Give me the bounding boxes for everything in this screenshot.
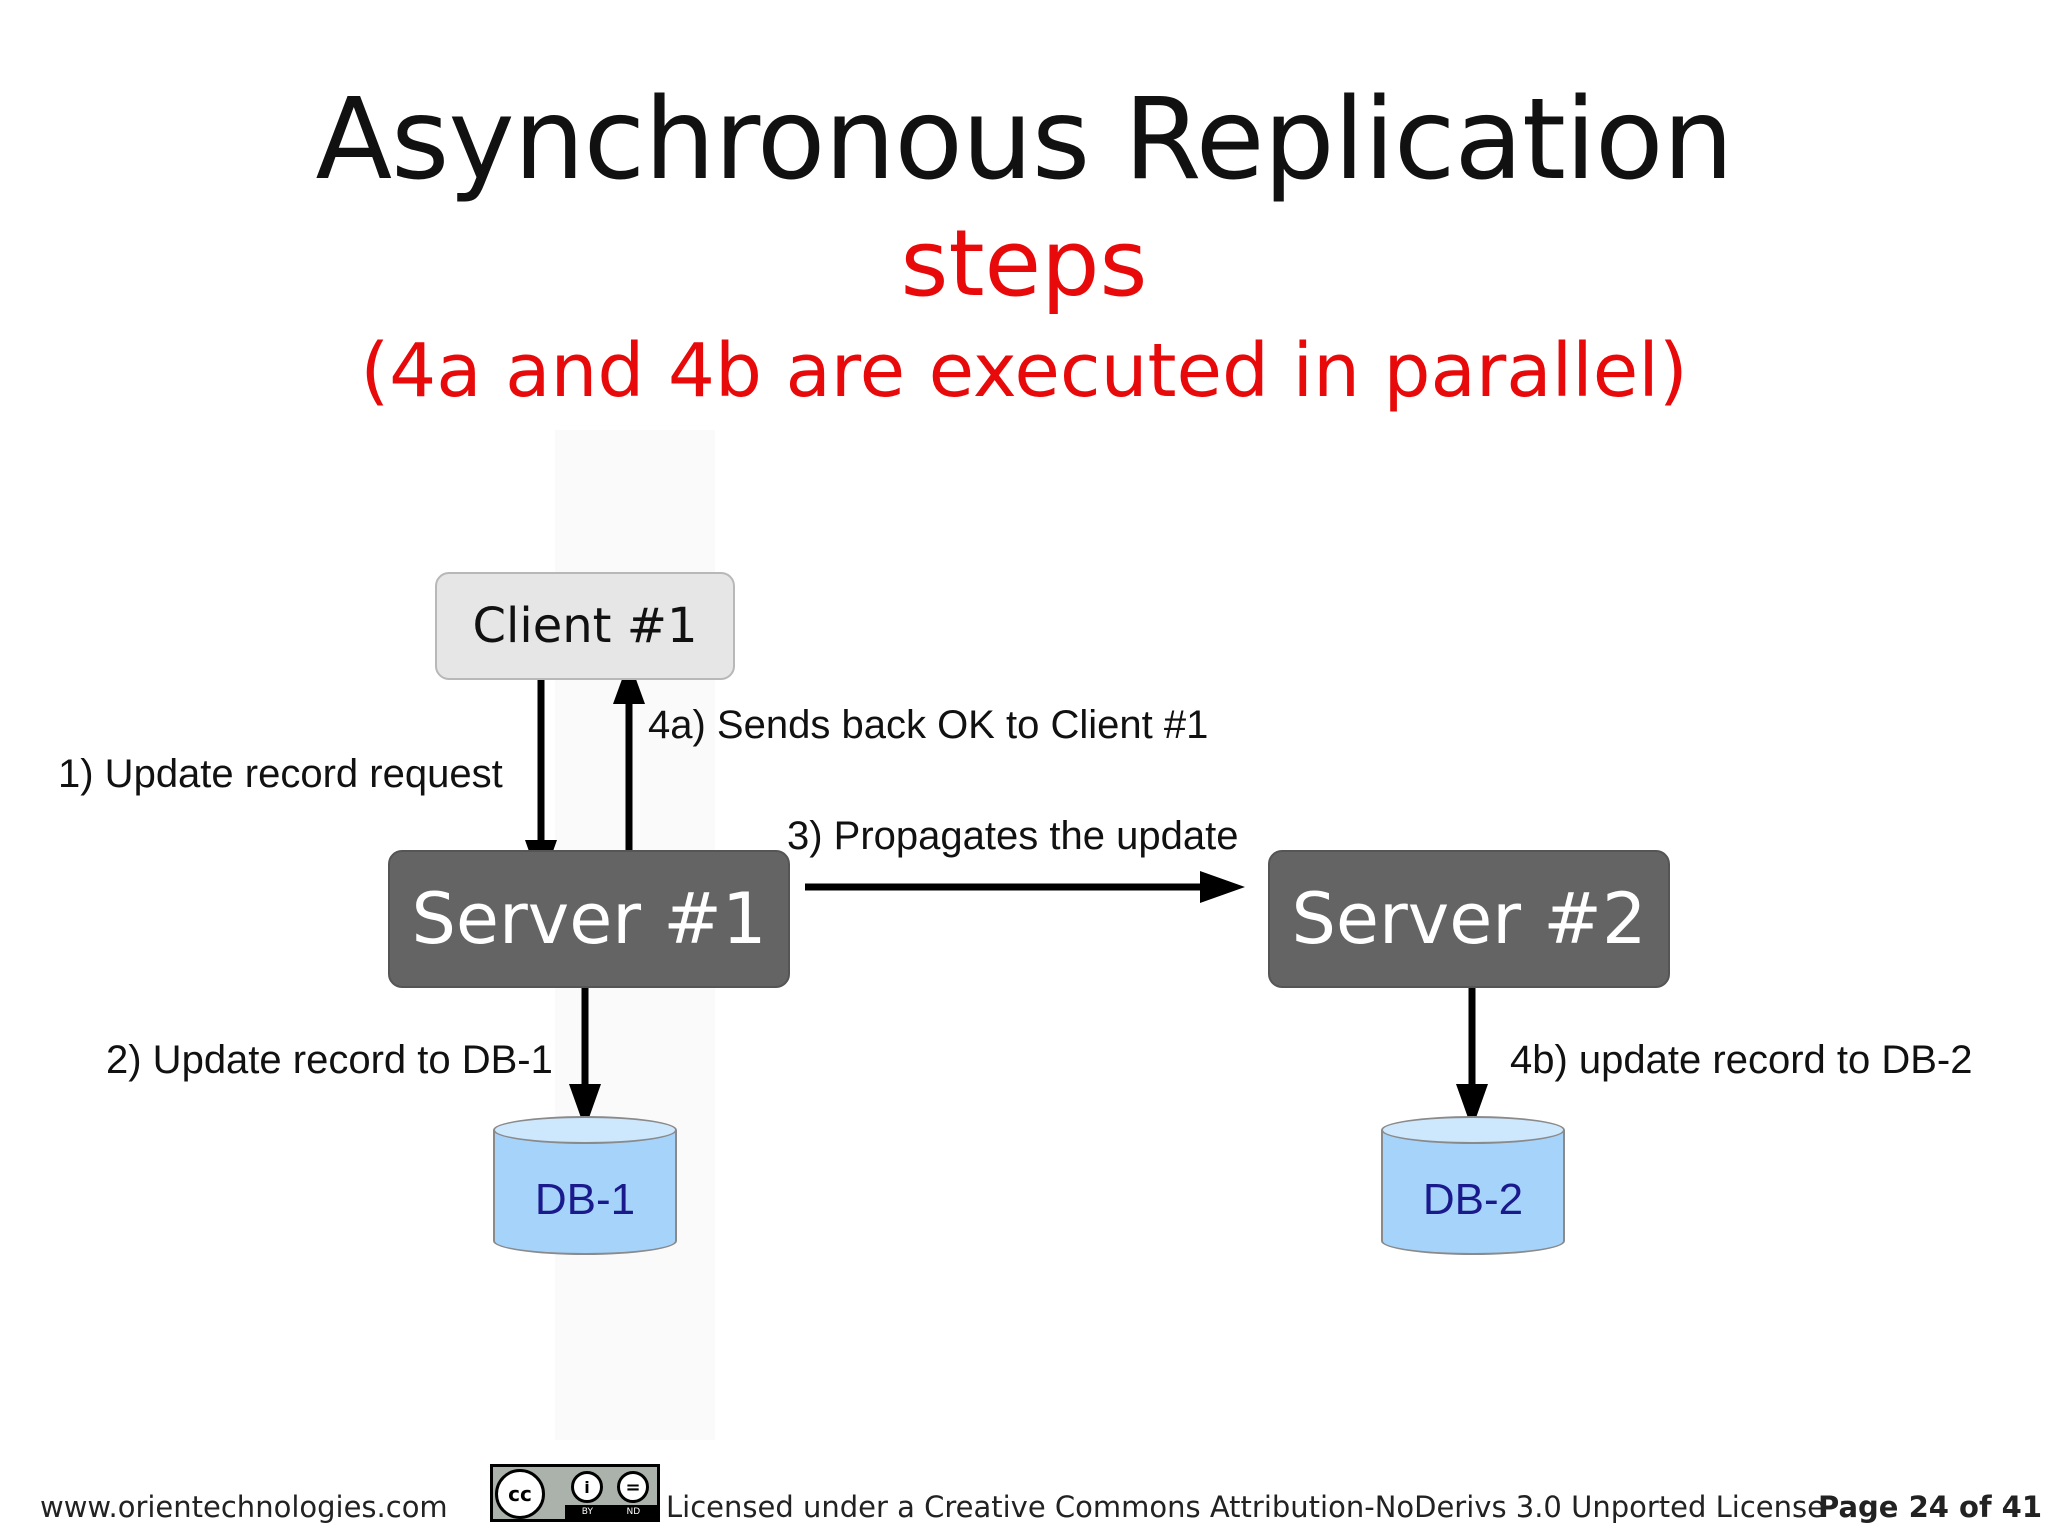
db-2-label: DB-2 xyxy=(1422,1175,1524,1224)
client-1-node: Client #1 xyxy=(435,572,735,680)
arrow-step4a xyxy=(613,660,645,876)
footer-license: Licensed under a Creative Commons Attrib… xyxy=(666,1490,1825,1524)
arrow-step2 xyxy=(569,988,601,1129)
attribution-icon: i xyxy=(571,1471,603,1503)
arrow-step3 xyxy=(805,871,1245,903)
cc-nd-text: ND xyxy=(626,1507,641,1517)
creative-commons-badge: cc i = BY ND xyxy=(490,1464,660,1522)
footer-url: www.orientechnologies.com xyxy=(40,1490,448,1524)
db-2-cylinder: DB-2 xyxy=(1381,1116,1565,1255)
db-1-cylinder: DB-1 xyxy=(493,1116,677,1255)
slide-title: Asynchronous Replication xyxy=(315,75,1733,205)
step-1-label: 1) Update record request xyxy=(58,752,503,796)
step-4a-label: 4a) Sends back OK to Client #1 xyxy=(648,703,1209,747)
server-1-node: Server #1 xyxy=(388,850,790,988)
step-3-label: 3) Propagates the update xyxy=(787,814,1239,858)
footer-page-number: Page 24 of 41 xyxy=(1818,1490,2043,1524)
cc-badge-strip: BY ND xyxy=(565,1505,657,1519)
no-derivatives-icon: = xyxy=(617,1471,649,1503)
arrow-step4b xyxy=(1456,988,1488,1129)
step-4b-label: 4b) update record to DB-2 xyxy=(1510,1038,1973,1082)
server-2-node: Server #2 xyxy=(1268,850,1670,988)
cc-icon: cc xyxy=(495,1469,545,1519)
slide-subtitle: steps xyxy=(900,210,1148,317)
cc-by-text: BY xyxy=(581,1507,593,1517)
slide-note: (4a and 4b are executed in parallel) xyxy=(360,328,1688,414)
db-1-label: DB-1 xyxy=(534,1175,636,1224)
step-2-label: 2) Update record to DB-1 xyxy=(106,1038,553,1082)
